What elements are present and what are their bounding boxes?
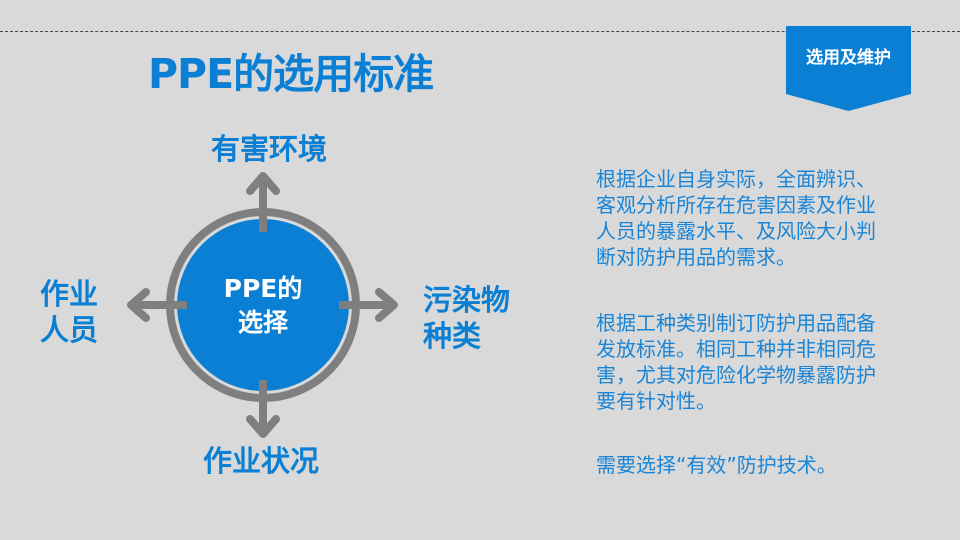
text-line: 根据工种类别制订防护用品配备 xyxy=(596,311,876,335)
text-line: 人员的暴露水平、及风险大小判 xyxy=(596,219,876,243)
label-top: 有害环境 xyxy=(211,132,328,166)
arrow-up-icon xyxy=(246,172,280,232)
text-line: 发放标准。相同工种并非相同危 xyxy=(596,337,876,361)
dashed-divider xyxy=(0,31,960,32)
section-badge-label: 选用及维护 xyxy=(806,48,891,68)
text-line: 害，尤其对危险化学物暴露防护 xyxy=(596,363,876,387)
center-circle xyxy=(177,219,349,391)
center-label-line: 选择 xyxy=(237,308,288,337)
label-left: 作业 人员 xyxy=(40,276,98,348)
paragraph-1: 根据企业自身实际，全面辨识、 客观分析所存在危害因素及作业 人员的暴露水平、及风… xyxy=(596,166,876,270)
paragraph-3: 需要选择“有效”防护技术。 xyxy=(596,452,837,478)
text-line: 需要选择“有效”防护技术。 xyxy=(596,453,837,477)
page-title: PPE的选用标准 xyxy=(148,50,434,98)
paragraph-2: 根据工种类别制订防护用品配备 发放标准。相同工种并非相同危 害，尤其对危险化学物… xyxy=(596,310,876,414)
label-right-line: 种类 xyxy=(423,319,482,353)
text-line: 客观分析所存在危害因素及作业 xyxy=(596,193,876,217)
center-label-line: PPE的 xyxy=(223,274,303,303)
arrow-right-icon xyxy=(339,288,398,322)
label-right-line: 污染物 xyxy=(423,283,511,317)
text-line: 要有针对性。 xyxy=(596,389,716,413)
text-line: 断对防护用品的需求。 xyxy=(596,245,796,269)
label-left-line: 作业 xyxy=(40,277,99,311)
label-bottom: 作业状况 xyxy=(203,444,320,478)
text-line: 根据企业自身实际，全面辨识、 xyxy=(596,167,876,191)
center-label: PPE的 选择 xyxy=(203,272,323,340)
arrow-down-icon xyxy=(246,380,280,438)
arrow-left-icon xyxy=(127,288,187,322)
label-left-line: 人员 xyxy=(40,313,99,347)
label-right: 污染物 种类 xyxy=(423,282,510,354)
section-badge: 选用及维护 xyxy=(786,26,911,111)
